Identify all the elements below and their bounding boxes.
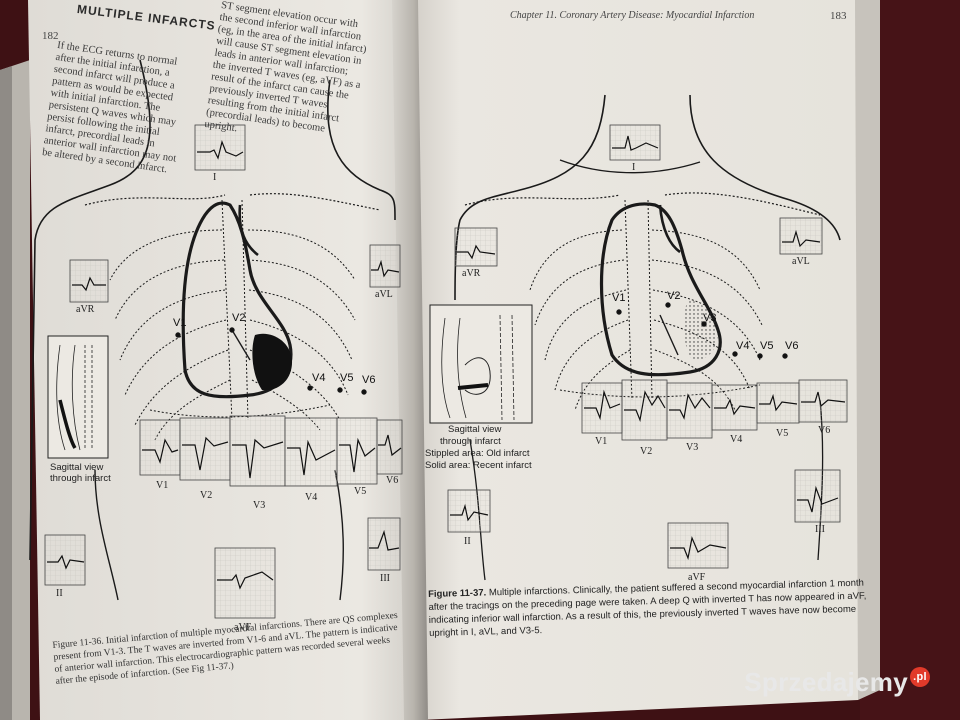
left-chest-V5: V5 [340,372,354,384]
right-lead-I: I [632,162,636,173]
left-figure [29,59,396,601]
right-page-number: 183 [830,10,847,22]
left-ecg-precordial [139,415,403,487]
left-lead-aVF: aVF [234,622,252,633]
right-lead-V1: V1 [595,436,608,447]
page-stack-right [855,0,880,700]
right-chest-V6: V6 [785,340,799,352]
book-gutter [392,0,428,720]
right-lead-aVL: aVL [792,256,810,267]
right-lead-V5: V5 [776,428,789,439]
left-inset-label: Sagittal view through infarct [50,462,111,484]
left-lead-III: III [380,573,390,584]
right-inset-label-2: through infarct [440,436,501,447]
left-ecg-I [194,124,246,171]
right-inset-sagittal [429,304,533,424]
right-chest-V2: V2 [667,290,681,302]
right-ecg-aVR [454,227,498,267]
right-lead-II: II [464,536,471,547]
left-body-text-1: If the ECG returns to normal after the i… [41,40,178,176]
left-chest-V1: V1 [173,317,187,329]
right-chest-V5: V5 [760,340,774,352]
left-ecg-aVF [214,547,276,619]
left-ecg-aVL [369,244,401,288]
right-ecg-aVF [667,522,729,569]
left-lead-V5: V5 [354,486,367,497]
right-lead-V2: V2 [640,446,653,457]
right-lead-V4: V4 [730,434,743,445]
left-inset-sagittal [47,335,109,459]
left-body-text-2: ST segment elevation occur with the seco… [203,0,368,135]
right-inset-label-1: Sagittal view [448,424,502,435]
left-lead-aVL: aVL [375,289,393,300]
right-chest-V3: V3 [703,312,717,324]
right-lead-III: III [815,524,825,535]
left-lead-I: I [213,172,217,183]
right-caption-text: Multiple infarctions. Clinically, the pa… [428,577,867,639]
left-page [28,0,420,720]
left-chest-V6: V6 [362,374,376,386]
right-lead-aVR: aVR [462,268,481,279]
left-ecg-aVR [69,259,109,303]
right-ecg-III [794,469,841,523]
right-inset-label-4: Solid area: Recent infarct [425,460,532,471]
left-lead-V2: V2 [200,490,213,501]
right-ecg-II [447,489,491,533]
left-lead-II: II [56,588,63,599]
right-chest-V4: V4 [736,340,750,352]
left-lead-aVR: aVR [76,304,95,315]
watermark-brand: Sprzedajemy [744,667,908,697]
right-ecg-precordial [581,379,848,441]
left-ecg-II [44,534,86,586]
right-lead-aVF: aVF [688,572,706,583]
right-chest-V1: V1 [612,292,626,304]
watermark-logo: Sprzedajemy.pl [744,667,930,698]
right-caption-figure-number: Figure 11-37. [428,587,487,600]
left-chest-V2: V2 [232,312,246,324]
watermark-tld: .pl [910,667,930,687]
left-lead-V1: V1 [156,480,169,491]
left-lead-V4: V4 [305,492,318,503]
left-lead-V3: V3 [253,500,266,511]
right-running-head: Chapter 11. Coronary Artery Disease: Myo… [510,10,755,21]
left-lead-V6: V6 [386,475,399,486]
left-page-number: 182 [42,30,59,42]
right-lead-V6: V6 [818,425,831,436]
right-ecg-aVL [779,217,823,255]
right-inset-label-3: Stippled area: Old infarct [425,448,530,459]
right-page [405,0,860,720]
left-ecg-III [367,517,401,571]
right-ecg-I [609,124,661,161]
right-lead-V3: V3 [686,442,699,453]
left-chest-V4: V4 [312,372,326,384]
